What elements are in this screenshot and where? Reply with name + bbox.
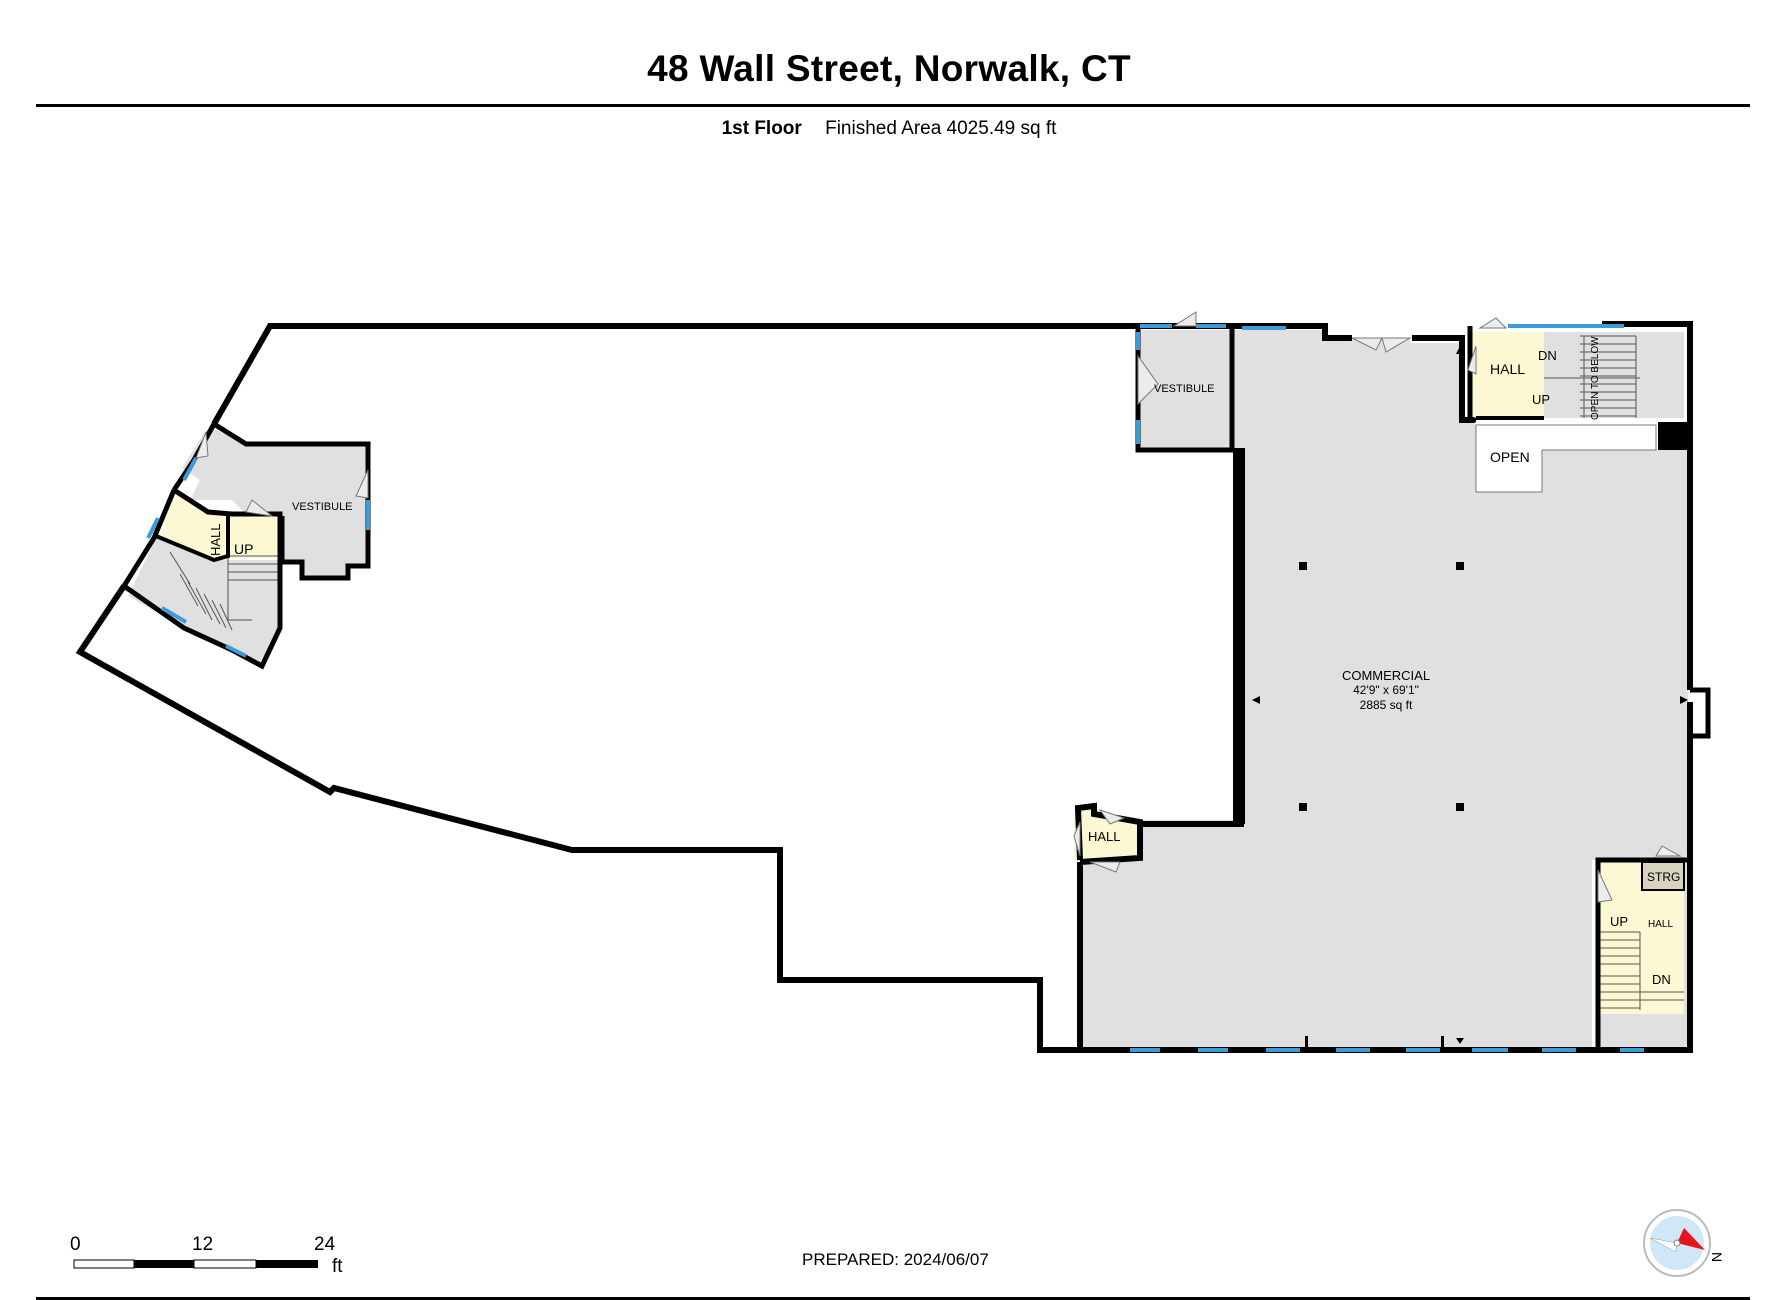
commercial-room xyxy=(1082,330,1688,1048)
footer-divider xyxy=(36,1297,1750,1300)
title-divider xyxy=(36,104,1750,107)
compass-north-label: N xyxy=(1709,1252,1725,1262)
commercial-area-label: 2885 sq ft xyxy=(1360,698,1413,712)
vestibule-left-label: VESTIBULE xyxy=(292,501,353,513)
strg-label: STRG xyxy=(1647,870,1680,884)
stair-right-lower-area xyxy=(1598,1014,1684,1048)
structural-columns xyxy=(1299,562,1464,811)
open-room xyxy=(1475,424,1657,493)
compass-icon xyxy=(1643,1209,1711,1277)
page-title: 48 Wall Street, Norwalk, CT xyxy=(647,48,1131,89)
up-top-label: UP xyxy=(1532,392,1550,407)
dn-top-label: DN xyxy=(1538,348,1557,363)
scale-tick-0: 0 xyxy=(70,1234,81,1255)
stair-top-area xyxy=(1544,332,1684,418)
stair-treads-left xyxy=(169,551,278,631)
dn-right-label: DN xyxy=(1652,972,1671,987)
windows xyxy=(146,324,1644,1052)
scale-tick-24: 24 xyxy=(314,1234,336,1255)
up-right-label: UP xyxy=(1610,914,1628,929)
scale-unit: ft xyxy=(332,1256,343,1277)
commercial-dims-label: 42'9" x 69'1" xyxy=(1353,683,1419,697)
stair-left-area xyxy=(128,538,280,662)
direction-arrows xyxy=(1252,346,1688,1048)
doors xyxy=(195,311,1682,903)
up-left-label: UP xyxy=(234,541,253,557)
scale-bar xyxy=(73,1259,318,1269)
hall-left-label: HALL xyxy=(208,523,223,556)
scale-tick-12: 12 xyxy=(192,1234,214,1255)
open-to-below-label: OPEN TO BELOW xyxy=(1590,336,1601,420)
hall-mid-label: HALL xyxy=(1088,829,1121,844)
hall-top-room xyxy=(1472,332,1544,418)
floor-label: 1st Floor xyxy=(721,118,802,139)
vestibule-top-label: VESTIBULE xyxy=(1154,383,1215,395)
walls xyxy=(75,321,1711,1053)
stair-treads-right xyxy=(1600,931,1684,1010)
stair-treads-top xyxy=(1544,335,1640,418)
vestibule-left-room xyxy=(182,430,368,578)
hall-right-room xyxy=(1598,862,1684,1032)
open-label: OPEN xyxy=(1490,449,1530,465)
hall-top-label: HALL xyxy=(1490,361,1525,377)
commercial-name-label: COMMERCIAL xyxy=(1342,668,1430,683)
finished-area-label: Finished Area 4025.49 sq ft xyxy=(825,118,1057,139)
prepared-date: PREPARED: 2024/06/07 xyxy=(802,1250,989,1269)
floor-summary: 1st Floor Finished Area 4025.49 sq ft xyxy=(0,118,1778,140)
hall-right-label: HALL xyxy=(1648,919,1673,930)
